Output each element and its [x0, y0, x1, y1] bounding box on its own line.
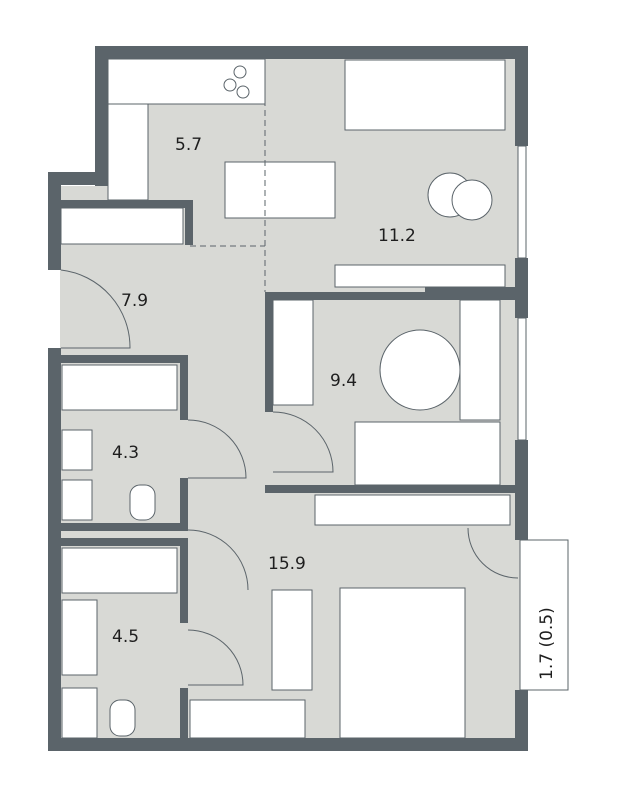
wardrobe: [271, 589, 313, 691]
room-area-bathroom-1: 4.3: [112, 443, 139, 463]
walls: [48, 46, 528, 751]
wardrobe: [272, 299, 314, 406]
wardrobe-bottom: [189, 699, 306, 739]
bedroom-small-furniture: [272, 299, 501, 486]
desk: [459, 299, 501, 421]
bathtub: [61, 547, 178, 594]
room-area-bedroom-large: 15.9: [268, 554, 306, 574]
room-area-kitchen: 5.7: [175, 135, 202, 155]
desk: [314, 494, 511, 526]
double-bed: [339, 587, 466, 739]
window: [517, 145, 527, 259]
kitchen-furniture: [60, 58, 336, 292]
bathroom-1-furniture: [61, 364, 247, 521]
balcony: [519, 539, 569, 691]
cabinet: [61, 687, 98, 739]
room-area-bathroom-2: 4.5: [112, 627, 139, 647]
bed: [354, 421, 501, 486]
room-area-bedroom-small: 9.4: [330, 371, 357, 391]
washing-machine: [61, 479, 93, 521]
room-area-hallway: 7.9: [121, 291, 148, 311]
wardrobe: [60, 207, 184, 245]
toilet: [109, 699, 136, 737]
kitchen-counter-side: [107, 103, 149, 201]
windows: [517, 145, 569, 691]
living-furniture: [334, 59, 506, 288]
tv-stand: [334, 264, 506, 288]
sink: [61, 429, 93, 471]
toilet: [129, 484, 156, 521]
bedroom-large-furniture: [187, 494, 519, 739]
double-sink: [61, 599, 98, 676]
room-area-balcony: 1.7 (0.5): [537, 607, 557, 680]
window: [517, 317, 527, 441]
entrance-door: [60, 269, 131, 349]
dining-table: [224, 161, 336, 219]
room-area-living-room: 11.2: [378, 226, 416, 246]
bathroom-2-furniture: [61, 547, 244, 739]
sofa: [344, 59, 506, 131]
bathtub: [61, 364, 178, 411]
